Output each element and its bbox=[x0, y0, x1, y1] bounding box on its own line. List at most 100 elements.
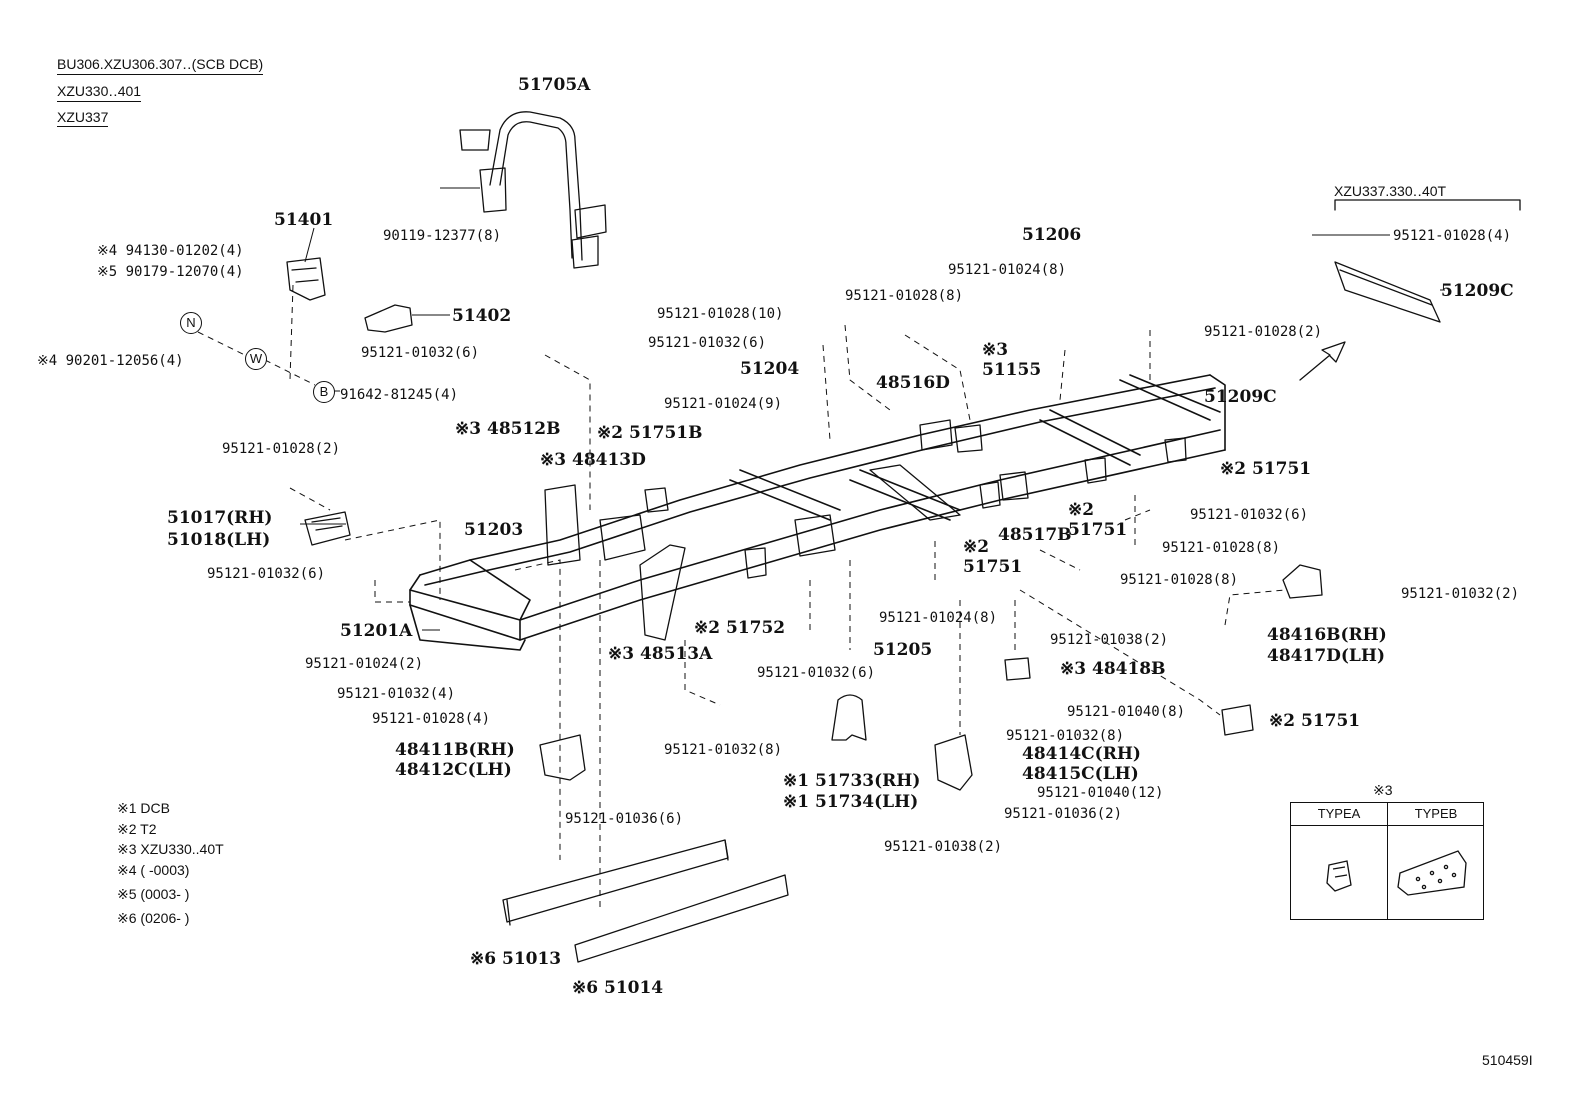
part-48416b-rh[interactable]: 48416B(RH) bbox=[1267, 625, 1387, 645]
type-a-bracket-icon bbox=[1326, 860, 1352, 892]
legend-mark: ※4 bbox=[117, 862, 137, 878]
hoop-bracket-drawing bbox=[459, 111, 607, 269]
circle-mark-w: W bbox=[245, 348, 267, 370]
part-51017-rh[interactable]: 51017(RH) bbox=[167, 508, 273, 528]
part-95121-01028-4-inset[interactable]: 95121-01028(4) bbox=[1393, 228, 1512, 244]
legend-text: XZU330..40T bbox=[140, 841, 224, 857]
part-51751-lower[interactable]: ※2 51751 bbox=[1269, 711, 1361, 731]
part-95121-01032-2[interactable]: 95121-01032(2) bbox=[1401, 586, 1520, 602]
part-90119-12377[interactable]: 90119-12377(8) bbox=[383, 228, 502, 244]
part-95121-01024-8-b[interactable]: 95121-01024(8) bbox=[879, 610, 998, 626]
part-48413d[interactable]: ※3 48413D bbox=[540, 450, 646, 470]
part-95121-01028-2-b[interactable]: 95121-01028(2) bbox=[1204, 324, 1323, 340]
part-95121-01032-6-a[interactable]: 95121-01032(6) bbox=[361, 345, 480, 361]
part-51705a[interactable]: 51705A bbox=[518, 75, 591, 95]
applicability-line-3: XZU337 bbox=[57, 109, 109, 127]
part-95121-01028-4[interactable]: 95121-01028(4) bbox=[372, 711, 491, 727]
part-51751-mid[interactable]: ※2 51751 bbox=[1068, 500, 1128, 540]
part-95121-01032-6-e[interactable]: 95121-01032(6) bbox=[1190, 507, 1309, 523]
part-51018-lh[interactable]: 51018(LH) bbox=[167, 530, 271, 550]
part-51014[interactable]: ※6 51014 bbox=[572, 978, 664, 998]
applicability-line-1: BU306.XZU306.307‥(SCB DCB) bbox=[57, 56, 264, 75]
part-51734-lh[interactable]: ※1 51734(LH) bbox=[783, 792, 919, 812]
part-48415c-lh[interactable]: 48415C(LH) bbox=[1022, 764, 1139, 784]
legend-text: ( -0003) bbox=[140, 862, 190, 878]
part-51206[interactable]: 51206 bbox=[1022, 225, 1082, 245]
part-95121-01028-8-c[interactable]: 95121-01028(8) bbox=[1120, 572, 1239, 588]
part-91642-81245[interactable]: 91642-81245(4) bbox=[340, 387, 459, 403]
part-95121-01040-12[interactable]: 95121-01040(12) bbox=[1037, 785, 1164, 801]
part-95121-01032-4[interactable]: 95121-01032(4) bbox=[337, 686, 456, 702]
part-95121-01028-8-a[interactable]: 95121-01028(8) bbox=[845, 288, 964, 304]
part-95121-01032-6-b[interactable]: 95121-01032(6) bbox=[207, 566, 326, 582]
part-51733-rh[interactable]: ※1 51733(RH) bbox=[783, 771, 921, 791]
part-48417d-lh[interactable]: 48417D(LH) bbox=[1267, 646, 1385, 666]
part-90179-12070[interactable]: ※5 90179-12070(4) bbox=[97, 264, 244, 280]
legend-row-3: ※3 XZU330..40T bbox=[117, 841, 224, 858]
part-95121-01028-10[interactable]: 95121-01028(10) bbox=[657, 306, 784, 322]
part-51209c-main[interactable]: 51209C bbox=[1204, 387, 1277, 407]
part-51203[interactable]: 51203 bbox=[464, 520, 524, 540]
drawing-number: 510459I bbox=[1482, 1052, 1533, 1068]
legend-mark: ※1 bbox=[117, 800, 137, 816]
applicability-line-2: XZU330‥401 bbox=[57, 83, 142, 102]
part-95121-01038-2-b[interactable]: 95121-01038(2) bbox=[1050, 632, 1169, 648]
part-51751-center[interactable]: ※2 51751 bbox=[963, 537, 1023, 577]
part-95121-01032-6-c[interactable]: 95121-01032(6) bbox=[648, 335, 767, 351]
part-95121-01038-2-a[interactable]: 95121-01038(2) bbox=[884, 839, 1003, 855]
part-95121-01028-8-b[interactable]: 95121-01028(8) bbox=[1162, 540, 1281, 556]
part-95121-01024-8-a[interactable]: 95121-01024(8) bbox=[948, 262, 1067, 278]
part-48418b[interactable]: ※3 48418B bbox=[1060, 659, 1166, 679]
part-48411b-rh[interactable]: 48411B(RH) bbox=[395, 740, 515, 760]
legend-text: (0003- ) bbox=[140, 886, 190, 902]
legend-row-1: ※1 DCB bbox=[117, 800, 170, 817]
legend-mark: ※3 bbox=[117, 841, 137, 857]
part-48513a[interactable]: ※3 48513A bbox=[608, 644, 713, 664]
part-51402[interactable]: 51402 bbox=[452, 306, 512, 326]
part-51209c-inset[interactable]: 51209C bbox=[1441, 281, 1514, 301]
part-48512b[interactable]: ※3 48512B bbox=[455, 419, 561, 439]
type-b-header: TYPEB bbox=[1388, 803, 1484, 826]
type-a-cell: TYPEA bbox=[1291, 803, 1387, 919]
part-95121-01032-6-d[interactable]: 95121-01032(6) bbox=[757, 665, 876, 681]
part-48517b[interactable]: 48517B bbox=[998, 525, 1072, 545]
part-95121-01036-6[interactable]: 95121-01036(6) bbox=[565, 811, 684, 827]
legend-row-6: ※6 (0206- ) bbox=[117, 910, 189, 927]
part-51013[interactable]: ※6 51013 bbox=[470, 949, 562, 969]
part-51201a[interactable]: 51201A bbox=[340, 621, 413, 641]
part-48414c-rh[interactable]: 48414C(RH) bbox=[1022, 744, 1141, 764]
type-table: TYPEA TYPEB bbox=[1290, 802, 1484, 920]
part-51752[interactable]: ※2 51752 bbox=[694, 618, 786, 638]
part-95121-01032-8[interactable]: 95121-01032(8) bbox=[664, 742, 783, 758]
part-48412c-lh[interactable]: 48412C(LH) bbox=[395, 760, 512, 780]
part-51401[interactable]: 51401 bbox=[274, 210, 334, 230]
circle-mark-n: N bbox=[180, 312, 202, 334]
part-95121-01040-8[interactable]: 95121-01040(8) bbox=[1067, 704, 1186, 720]
part-51204[interactable]: 51204 bbox=[740, 359, 800, 379]
legend-row-4: ※4 ( -0003) bbox=[117, 862, 189, 879]
circle-mark-b: B bbox=[313, 381, 335, 403]
part-51751-right[interactable]: ※2 51751 bbox=[1220, 459, 1312, 479]
part-51205[interactable]: 51205 bbox=[873, 640, 933, 660]
legend-mark: ※5 bbox=[117, 886, 137, 902]
part-94130-01202[interactable]: ※4 94130-01202(4) bbox=[97, 243, 244, 259]
inset-applicability: XZU337.330‥40T bbox=[1334, 183, 1447, 199]
part-51751b[interactable]: ※2 51751B bbox=[597, 423, 703, 443]
legend-text: T2 bbox=[140, 821, 157, 837]
part-48516d[interactable]: 48516D bbox=[876, 373, 950, 393]
legend-row-2: ※2 T2 bbox=[117, 821, 157, 838]
legend-mark: ※2 bbox=[117, 821, 137, 837]
type-b-cell: TYPEB bbox=[1387, 803, 1484, 919]
part-95121-01024-9[interactable]: 95121-01024(9) bbox=[664, 396, 783, 412]
part-95121-01028-2-a[interactable]: 95121-01028(2) bbox=[222, 441, 341, 457]
type-b-plate-icon bbox=[1397, 850, 1467, 896]
part-90201-12056[interactable]: ※4 90201-12056(4) bbox=[37, 353, 184, 369]
part-95121-01036-2[interactable]: 95121-01036(2) bbox=[1004, 806, 1123, 822]
type-table-note: ※3 bbox=[1373, 782, 1393, 798]
legend-mark: ※6 bbox=[117, 910, 137, 926]
part-95121-01024-2[interactable]: 95121-01024(2) bbox=[305, 656, 424, 672]
legend-text: DCB bbox=[140, 800, 170, 816]
part-51155[interactable]: ※3 51155 bbox=[982, 340, 1042, 380]
part-95121-01032-8-b[interactable]: 95121-01032(8) bbox=[1006, 728, 1125, 744]
